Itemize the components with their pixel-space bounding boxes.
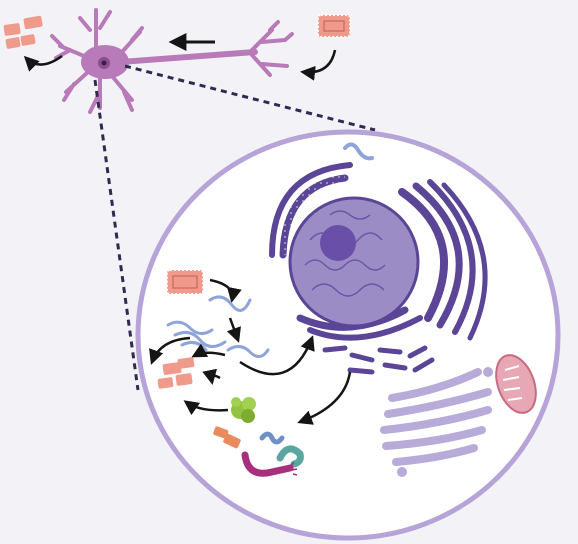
arrow-icon	[149, 336, 191, 365]
arrow-icon	[202, 368, 221, 385]
mitochondrion-icon	[495, 354, 537, 414]
arrow-icon	[300, 49, 337, 81]
golgi-icon	[380, 367, 493, 477]
zoom-dashed-lines	[93, 64, 376, 391]
arrow-icon	[183, 400, 229, 416]
protein-aggregate-icon	[317, 14, 351, 38]
neuron-icon	[50, 8, 294, 114]
ribosome-icon	[231, 397, 256, 423]
mrna-icon	[259, 431, 285, 445]
arrow-icon	[297, 371, 352, 425]
protein-aggregate-icon	[157, 357, 195, 389]
protein-aggregate-icon	[276, 445, 304, 468]
protein-aggregate-icon	[241, 451, 298, 477]
arrow-icon	[191, 343, 226, 358]
mrna-icon	[166, 295, 270, 358]
nucleus-icon	[288, 196, 420, 328]
protein-aggregate-icon	[3, 15, 43, 49]
mrna-icon	[343, 142, 374, 161]
arrow-icon	[23, 54, 63, 72]
protein-aggregate-icon	[213, 426, 241, 449]
arrow-icon	[239, 335, 315, 376]
protein-aggregate-icon	[166, 269, 204, 295]
arrow-icon	[209, 278, 242, 303]
arrow-icon	[226, 317, 241, 343]
endoplasmic-reticulum-icon	[322, 345, 435, 375]
